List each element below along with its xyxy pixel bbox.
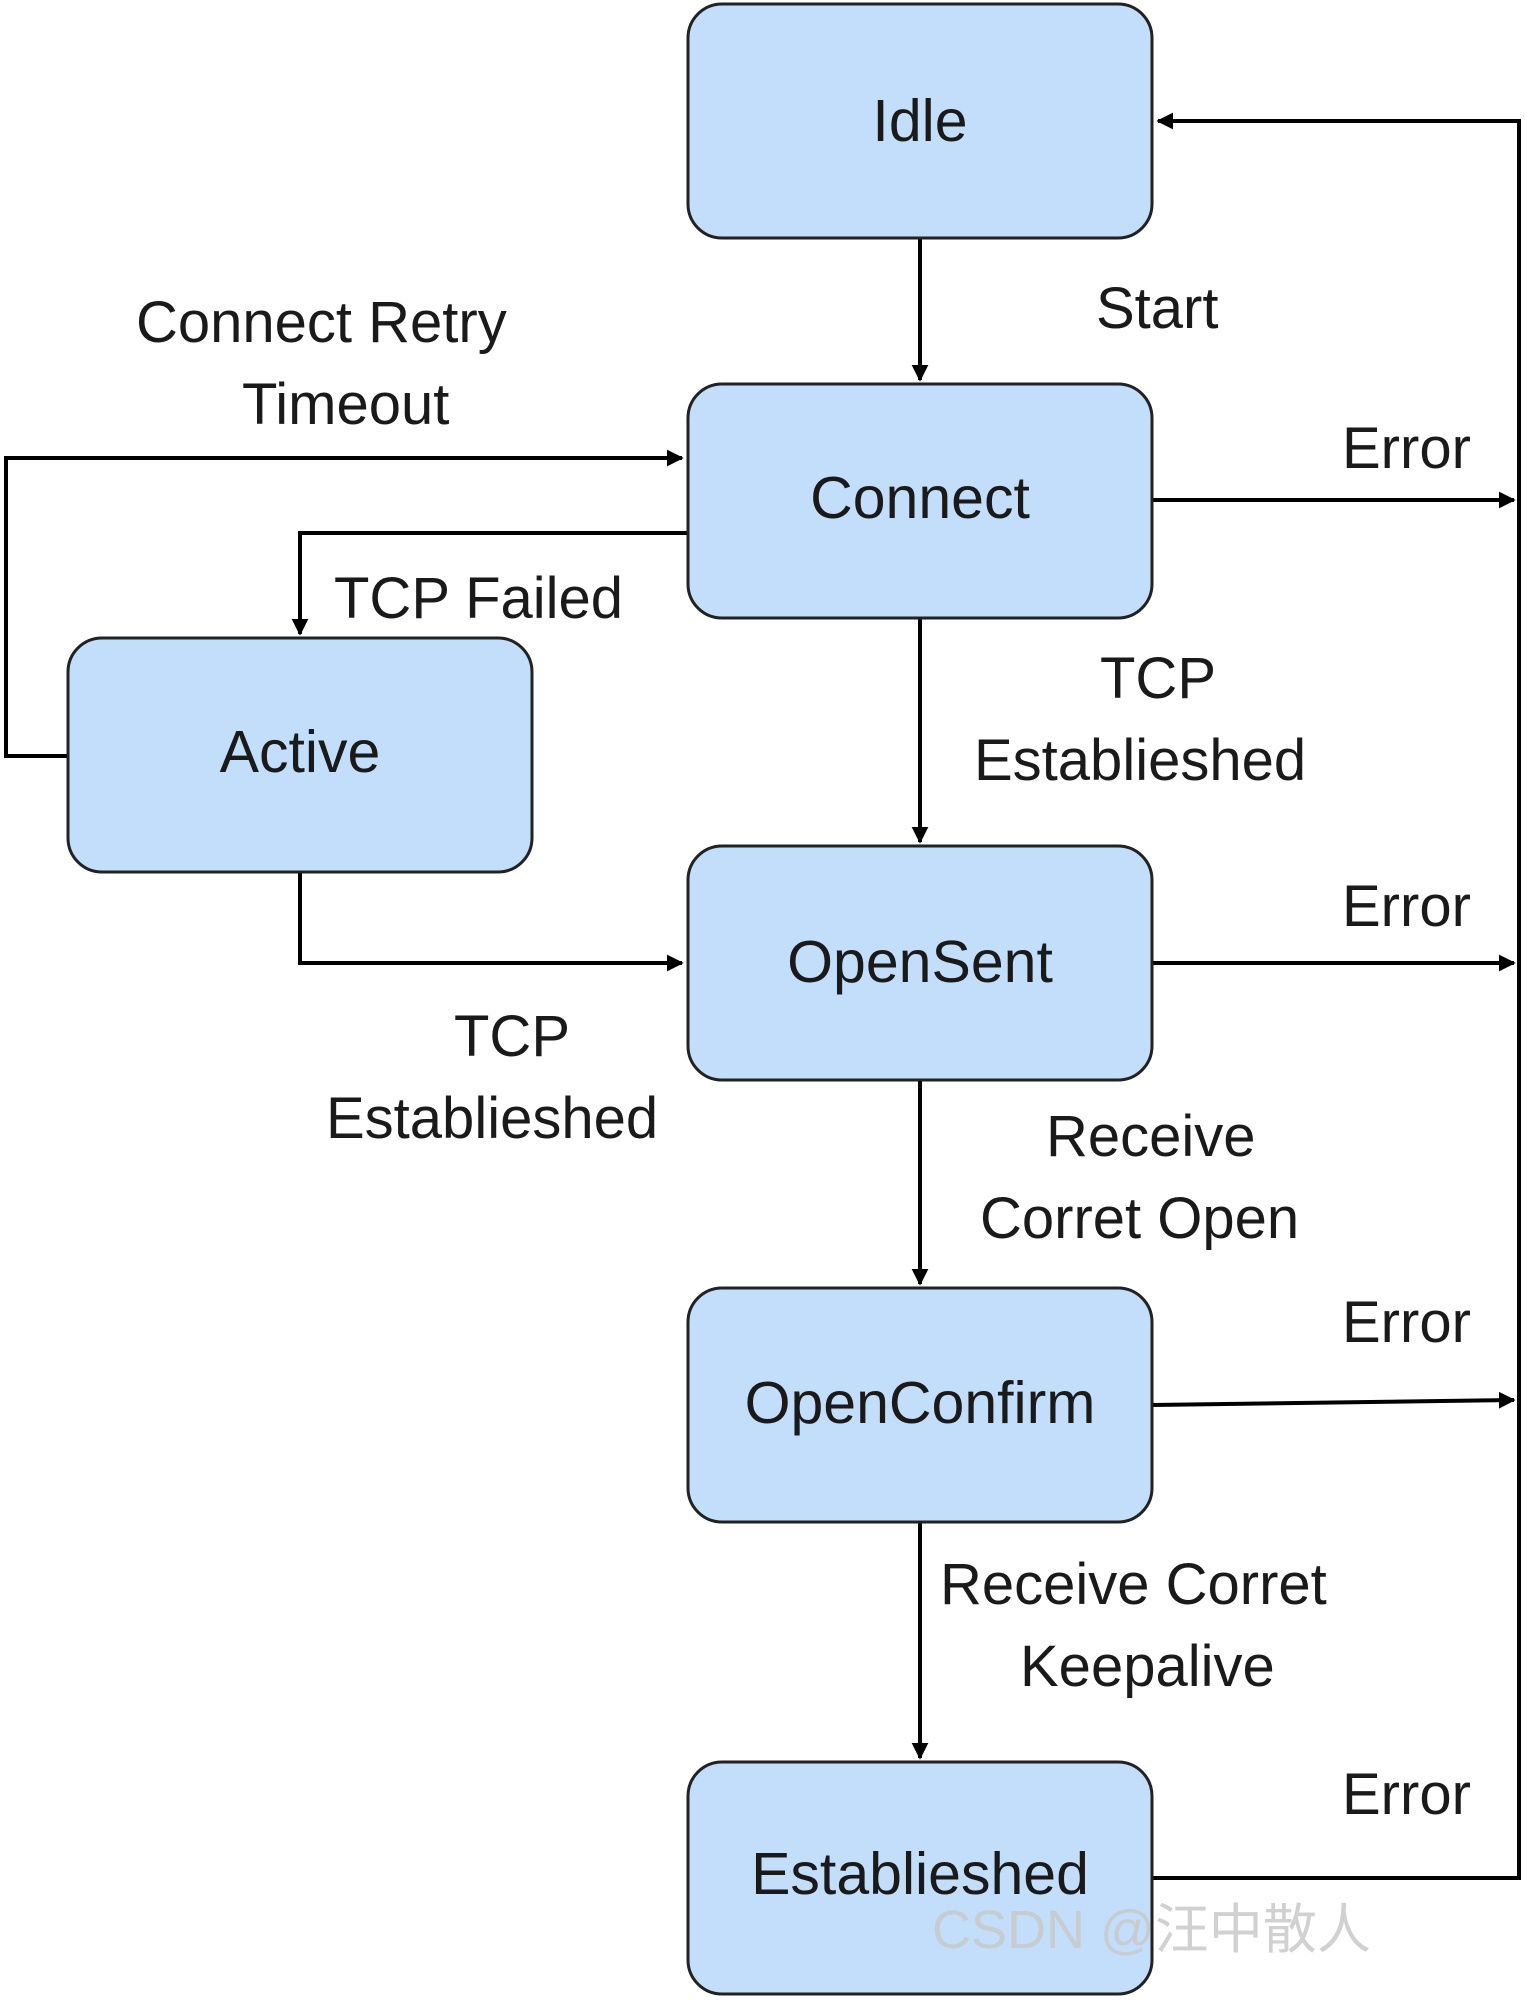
label-error-connect: Error	[1342, 416, 1471, 481]
label-error-opensent: Error	[1342, 874, 1471, 939]
label-receive-open-line2: Corret Open	[980, 1186, 1299, 1251]
label-tcp-established-a-line2: Establieshed	[974, 728, 1306, 793]
edge-active-to-opensent	[298, 872, 684, 972]
label-error-established: Error	[1342, 1762, 1471, 1827]
state-connect-label: Connect	[810, 465, 1030, 531]
label-receive-keepalive-line2: Keepalive	[1020, 1634, 1275, 1699]
state-connect: Connect	[686, 382, 1154, 620]
label-connect-retry-line1: Connect Retry	[136, 290, 507, 355]
label-receive-open-line1: Receive	[1046, 1104, 1256, 1169]
label-receive-keepalive-line1: Receive Corret	[940, 1552, 1327, 1617]
label-tcp-established-b-line1: TCP	[454, 1004, 570, 1069]
state-openconfirm-label: OpenConfirm	[745, 1370, 1096, 1436]
state-opensent: OpenSent	[686, 844, 1154, 1082]
state-openconfirm: OpenConfirm	[686, 1286, 1154, 1524]
edge-connect-to-active	[291, 531, 688, 636]
state-established-label: Establieshed	[751, 1841, 1089, 1907]
label-start: Start	[1096, 276, 1219, 341]
edge-active-to-connect	[4, 449, 684, 758]
state-active: Active	[66, 636, 534, 874]
state-idle-label: Idle	[872, 88, 967, 154]
state-opensent-label: OpenSent	[787, 929, 1053, 995]
edge-established-to-idle	[1152, 112, 1521, 1880]
label-error-openconfirm: Error	[1342, 1290, 1471, 1355]
state-idle: Idle	[686, 2, 1154, 240]
watermark-text: CSDN @汪中散人	[932, 1900, 1371, 1960]
label-tcp-established-a-line1: TCP	[1100, 646, 1216, 711]
label-connect-retry-line2: Timeout	[242, 372, 449, 437]
edge-openconfirm-error	[1151, 1391, 1516, 1409]
state-established: Establieshed	[686, 1760, 1154, 1996]
state-active-label: Active	[220, 719, 381, 785]
label-tcp-established-b-line2: Establieshed	[326, 1086, 658, 1151]
label-tcp-failed: TCP Failed	[334, 566, 623, 631]
